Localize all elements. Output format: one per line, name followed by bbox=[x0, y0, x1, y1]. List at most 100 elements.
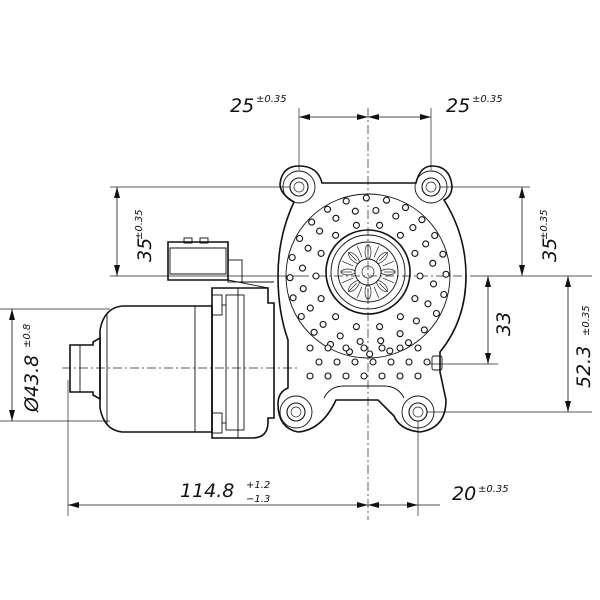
dim-total-height-value: 52.3 bbox=[573, 346, 595, 388]
gear-stud bbox=[304, 244, 312, 252]
spline-tooth bbox=[347, 283, 357, 293]
gear-stud bbox=[351, 207, 359, 215]
dim-right-offset-tol: ±0.35 bbox=[478, 484, 509, 495]
gear-stud bbox=[439, 250, 447, 258]
gear-stud bbox=[317, 295, 325, 303]
dim-total-length-value: 114.8 bbox=[180, 480, 234, 502]
gear-stud bbox=[387, 358, 395, 366]
gearbox-housing bbox=[277, 165, 467, 433]
gear-stud bbox=[396, 372, 404, 380]
dim-total-height-tol: ±0.35 bbox=[581, 305, 592, 336]
gear-stud bbox=[378, 372, 386, 380]
gear-stud bbox=[414, 344, 422, 352]
gear-stud bbox=[432, 309, 440, 318]
gear-stud bbox=[306, 372, 314, 380]
dim-top-right-value: 25 bbox=[446, 95, 470, 117]
dimension-motor-diameter: Ø43.8 ±0.8 bbox=[9, 309, 43, 421]
dim-center-drop-value: 33 bbox=[493, 312, 515, 336]
gear-stud bbox=[323, 205, 332, 213]
dimension-right-offset: 20 ±0.35 bbox=[368, 483, 509, 508]
gear-stud bbox=[378, 344, 386, 352]
dim-left-height-value: 35 bbox=[134, 238, 156, 262]
gear-stud bbox=[310, 328, 318, 336]
extension-lines bbox=[0, 108, 592, 516]
gear-stud bbox=[352, 323, 360, 331]
gear-stud bbox=[297, 312, 305, 321]
gear-stud bbox=[411, 295, 419, 303]
gear-stud bbox=[306, 304, 314, 312]
gear-stud bbox=[333, 358, 341, 366]
gear-stud bbox=[422, 240, 430, 248]
dim-top-left-tol: ±0.35 bbox=[256, 94, 287, 105]
gear-stud bbox=[324, 372, 332, 380]
gear-stud bbox=[418, 216, 426, 224]
gear-stud bbox=[442, 270, 450, 278]
gear-studs bbox=[286, 194, 450, 380]
gear-stud bbox=[424, 300, 432, 308]
spline-tooth bbox=[382, 260, 395, 267]
gear-stud bbox=[429, 259, 437, 267]
gear-stud bbox=[324, 344, 332, 352]
gear-stud bbox=[372, 206, 380, 215]
dimension-total-length: 114.8 +1.2 −1.3 bbox=[68, 480, 368, 508]
spline-tooth bbox=[341, 277, 354, 284]
spline-tooth bbox=[373, 286, 380, 299]
gear-stud bbox=[312, 272, 320, 280]
gear-stud bbox=[440, 290, 448, 299]
motor-body bbox=[69, 237, 275, 439]
gear-stud bbox=[416, 272, 424, 280]
gear-stud bbox=[423, 358, 431, 366]
gear-stud bbox=[288, 253, 296, 262]
gear-stud bbox=[332, 313, 340, 321]
gear-stud bbox=[352, 221, 360, 229]
gear-stud bbox=[401, 204, 410, 212]
dimension-center-drop: 33 bbox=[485, 276, 515, 364]
gear-stud bbox=[382, 196, 391, 204]
gear-stud bbox=[342, 197, 350, 205]
gear-stud bbox=[286, 274, 294, 282]
spline-tooth bbox=[356, 245, 363, 258]
gear-stud bbox=[360, 372, 368, 380]
gear-stud bbox=[332, 214, 340, 222]
dimension-total-height: 52.3 ±0.35 bbox=[565, 276, 595, 412]
gear-stud bbox=[404, 339, 413, 347]
dim-motor-diameter-value: Ø43.8 bbox=[21, 355, 43, 413]
gear-stud bbox=[396, 330, 404, 338]
gear-stud bbox=[420, 326, 428, 334]
gear-stud bbox=[351, 358, 359, 366]
dim-total-length-tol-upper: +1.2 bbox=[246, 480, 270, 491]
gear-stud bbox=[298, 264, 307, 272]
gear-stud bbox=[409, 224, 417, 232]
center-lines bbox=[62, 108, 470, 520]
spline-tooth bbox=[341, 260, 354, 267]
output-spline bbox=[340, 244, 396, 300]
gear-stud bbox=[429, 280, 438, 288]
gear-stud bbox=[332, 231, 340, 239]
gear-stud bbox=[299, 285, 307, 293]
gear-stud bbox=[362, 194, 370, 202]
gear-stud bbox=[289, 294, 297, 302]
dim-left-height-tol: ±0.35 bbox=[134, 209, 145, 240]
gear-stud bbox=[319, 320, 327, 328]
spline-tooth bbox=[382, 277, 395, 284]
gear-stud bbox=[342, 372, 350, 380]
gear-stud bbox=[431, 231, 439, 240]
spline-tooth bbox=[356, 286, 363, 299]
spline-tooth bbox=[379, 251, 389, 261]
gear-face bbox=[285, 193, 451, 380]
gear-stud bbox=[396, 231, 404, 239]
gear-stud bbox=[414, 372, 422, 380]
gear-stud bbox=[306, 344, 314, 352]
gear-stud bbox=[405, 358, 413, 366]
spline-tooth bbox=[373, 245, 380, 258]
gear-stud bbox=[360, 344, 368, 352]
gear-stud bbox=[369, 358, 377, 366]
dimension-left-height: 35 ±0.35 bbox=[114, 187, 156, 276]
dimension-top-width: 25 ±0.35 25 ±0.35 bbox=[230, 94, 503, 120]
gear-stud bbox=[386, 347, 394, 355]
dim-right-offset-value: 20 bbox=[452, 483, 476, 505]
dim-motor-diameter-tol: ±0.8 bbox=[22, 324, 33, 348]
gear-stud bbox=[396, 313, 404, 321]
spline-tooth bbox=[347, 251, 357, 261]
